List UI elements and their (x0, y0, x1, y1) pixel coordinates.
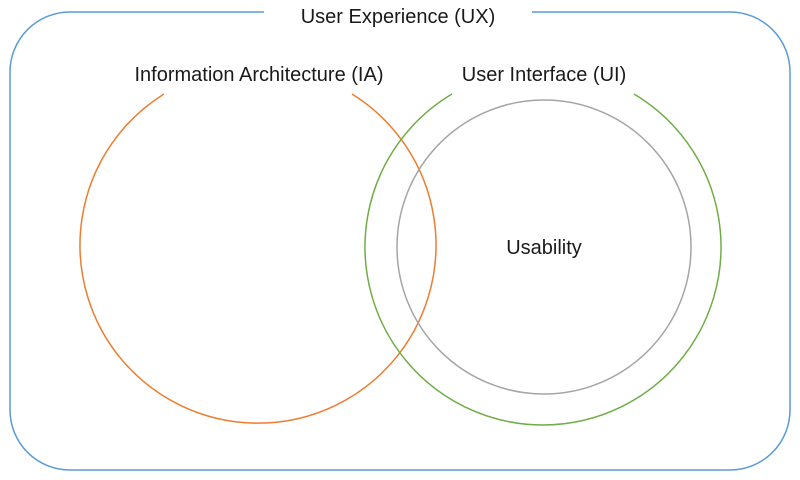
ux-boundary (9, 11, 791, 471)
ui-label: User Interface (UI) (462, 64, 626, 86)
usability-circle (396, 99, 692, 395)
ia-label: Information Architecture (IA) (135, 64, 384, 86)
ux-label: User Experience (UX) (301, 6, 496, 28)
ui-circle (364, 93, 722, 426)
ia-circle (79, 93, 437, 424)
usability-label: Usability (506, 237, 582, 259)
